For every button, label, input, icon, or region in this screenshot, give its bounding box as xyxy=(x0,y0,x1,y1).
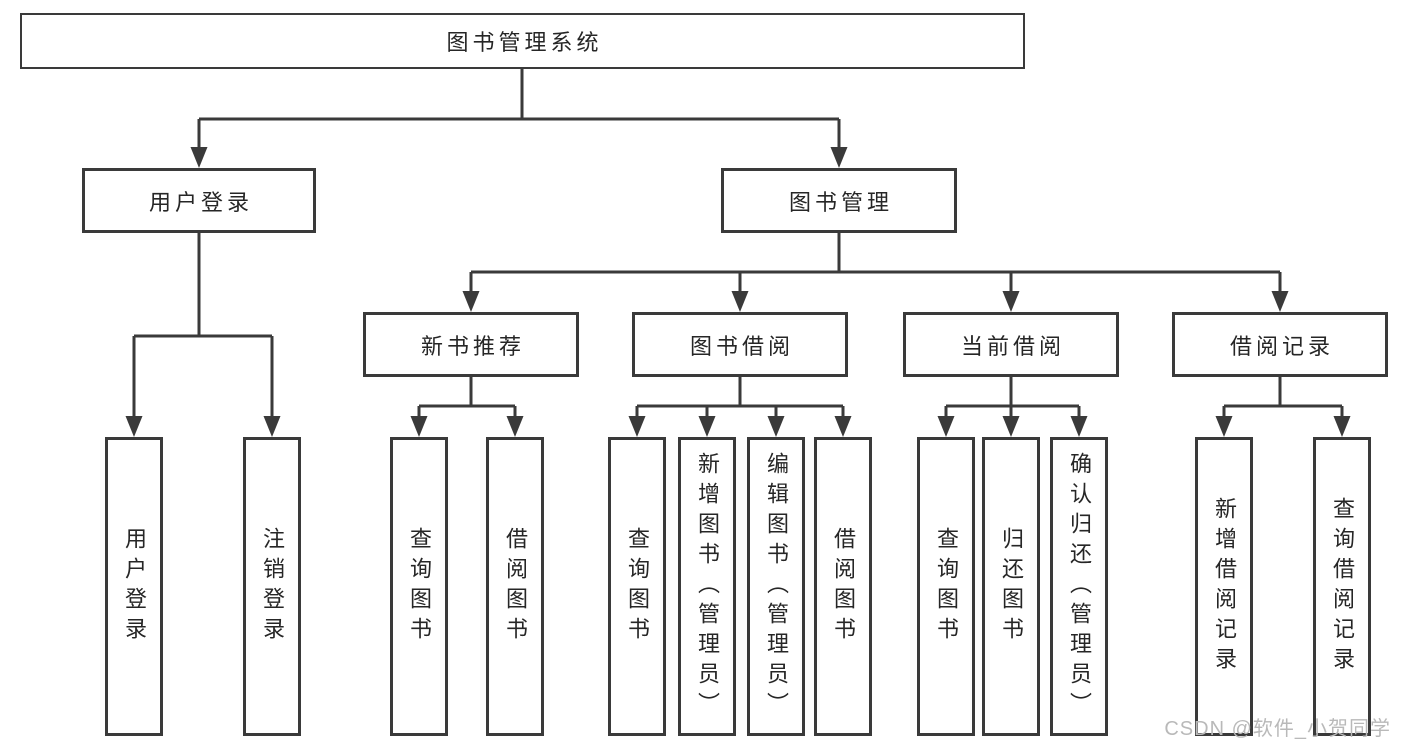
node-borrow-records-label: 借阅记录 xyxy=(1229,333,1334,359)
leaf-label: 查询图书 xyxy=(934,526,959,647)
connector-current-borrow-to-leaves xyxy=(937,377,1088,437)
node-root-label: 图书管理系统 xyxy=(446,30,603,55)
arrow-down-icon xyxy=(1333,416,1351,437)
leaf-br-query-record: 查询借阅记录 xyxy=(1313,437,1371,736)
csdn-watermark: CSDN @软件_小贺同学 xyxy=(1164,718,1391,740)
arrow-down-icon xyxy=(263,416,281,437)
leaf-bb-borrow-books: 借阅图书 xyxy=(814,437,872,736)
leaf-cb-return-books: 归还图书 xyxy=(982,437,1040,736)
node-user-login-label: 用户登录 xyxy=(148,189,253,215)
leaf-cb-confirm-return-admin: 确认归还（管理员） xyxy=(1050,437,1108,736)
node-new-book-rec-label: 新书推荐 xyxy=(420,333,525,359)
connector-root-to-level2 xyxy=(190,69,848,168)
arrow-down-icon xyxy=(834,416,852,437)
node-book-borrow: 图书借阅 xyxy=(632,312,848,377)
node-book-mgmt-label: 图书管理 xyxy=(788,189,893,215)
leaf-nbr-query-books: 查询图书 xyxy=(390,437,448,736)
connector-borrow-records-to-leaves xyxy=(1215,377,1351,437)
leaf-br-add-record: 新增借阅记录 xyxy=(1195,437,1253,736)
leaf-label: 查询借阅记录 xyxy=(1330,496,1355,677)
arrow-down-icon xyxy=(698,416,716,437)
connector-new-book-rec-to-leaves xyxy=(410,377,524,437)
arrow-down-icon xyxy=(830,147,848,168)
arrow-down-icon xyxy=(628,416,646,437)
node-borrow-records: 借阅记录 xyxy=(1172,312,1388,377)
arrow-down-icon xyxy=(1002,291,1020,312)
arrow-down-icon xyxy=(190,147,208,168)
leaf-label: 查询图书 xyxy=(407,526,432,647)
connector-user-login-to-leaves xyxy=(125,233,281,437)
leaf-nbr-borrow-books: 借阅图书 xyxy=(486,437,544,736)
arrow-down-icon xyxy=(937,416,955,437)
leaf-cb-query-books: 查询图书 xyxy=(917,437,975,736)
connector-book-mgmt-to-level3 xyxy=(462,233,1289,312)
node-book-borrow-label: 图书借阅 xyxy=(689,333,794,359)
leaf-label: 用户登录 xyxy=(122,526,147,647)
connector-book-borrow-to-leaves xyxy=(628,377,852,437)
node-current-borrow-label: 当前借阅 xyxy=(960,333,1065,359)
arrow-down-icon xyxy=(125,416,143,437)
arrow-down-icon xyxy=(462,291,480,312)
leaf-label: 确认归还（管理员） xyxy=(1067,451,1092,722)
leaf-bb-query-books: 查询图书 xyxy=(608,437,666,736)
leaf-bb-add-books-admin: 新增图书（管理员） xyxy=(678,437,736,736)
leaf-user-login: 用户登录 xyxy=(105,437,163,736)
leaf-label: 归还图书 xyxy=(999,526,1024,647)
arrow-down-icon xyxy=(1271,291,1289,312)
leaf-bb-edit-books-admin: 编辑图书（管理员） xyxy=(747,437,805,736)
leaf-label: 借阅图书 xyxy=(831,526,856,647)
arrow-down-icon xyxy=(1215,416,1233,437)
node-user-login: 用户登录 xyxy=(82,168,316,233)
arrow-down-icon xyxy=(731,291,749,312)
leaf-label: 新增图书（管理员） xyxy=(695,451,720,722)
arrow-down-icon xyxy=(1070,416,1088,437)
leaf-label: 借阅图书 xyxy=(503,526,528,647)
leaf-label: 查询图书 xyxy=(625,526,650,647)
node-current-borrow: 当前借阅 xyxy=(903,312,1119,377)
leaf-label: 注销登录 xyxy=(260,526,285,647)
arrow-down-icon xyxy=(410,416,428,437)
leaf-logout: 注销登录 xyxy=(243,437,301,736)
arrow-down-icon xyxy=(767,416,785,437)
arrow-down-icon xyxy=(1002,416,1020,437)
leaf-label: 新增借阅记录 xyxy=(1212,496,1237,677)
node-root: 图书管理系统 xyxy=(20,13,1025,69)
leaf-label: 编辑图书（管理员） xyxy=(764,451,789,722)
node-book-mgmt: 图书管理 xyxy=(721,168,957,233)
node-new-book-rec: 新书推荐 xyxy=(363,312,579,377)
arrow-down-icon xyxy=(506,416,524,437)
